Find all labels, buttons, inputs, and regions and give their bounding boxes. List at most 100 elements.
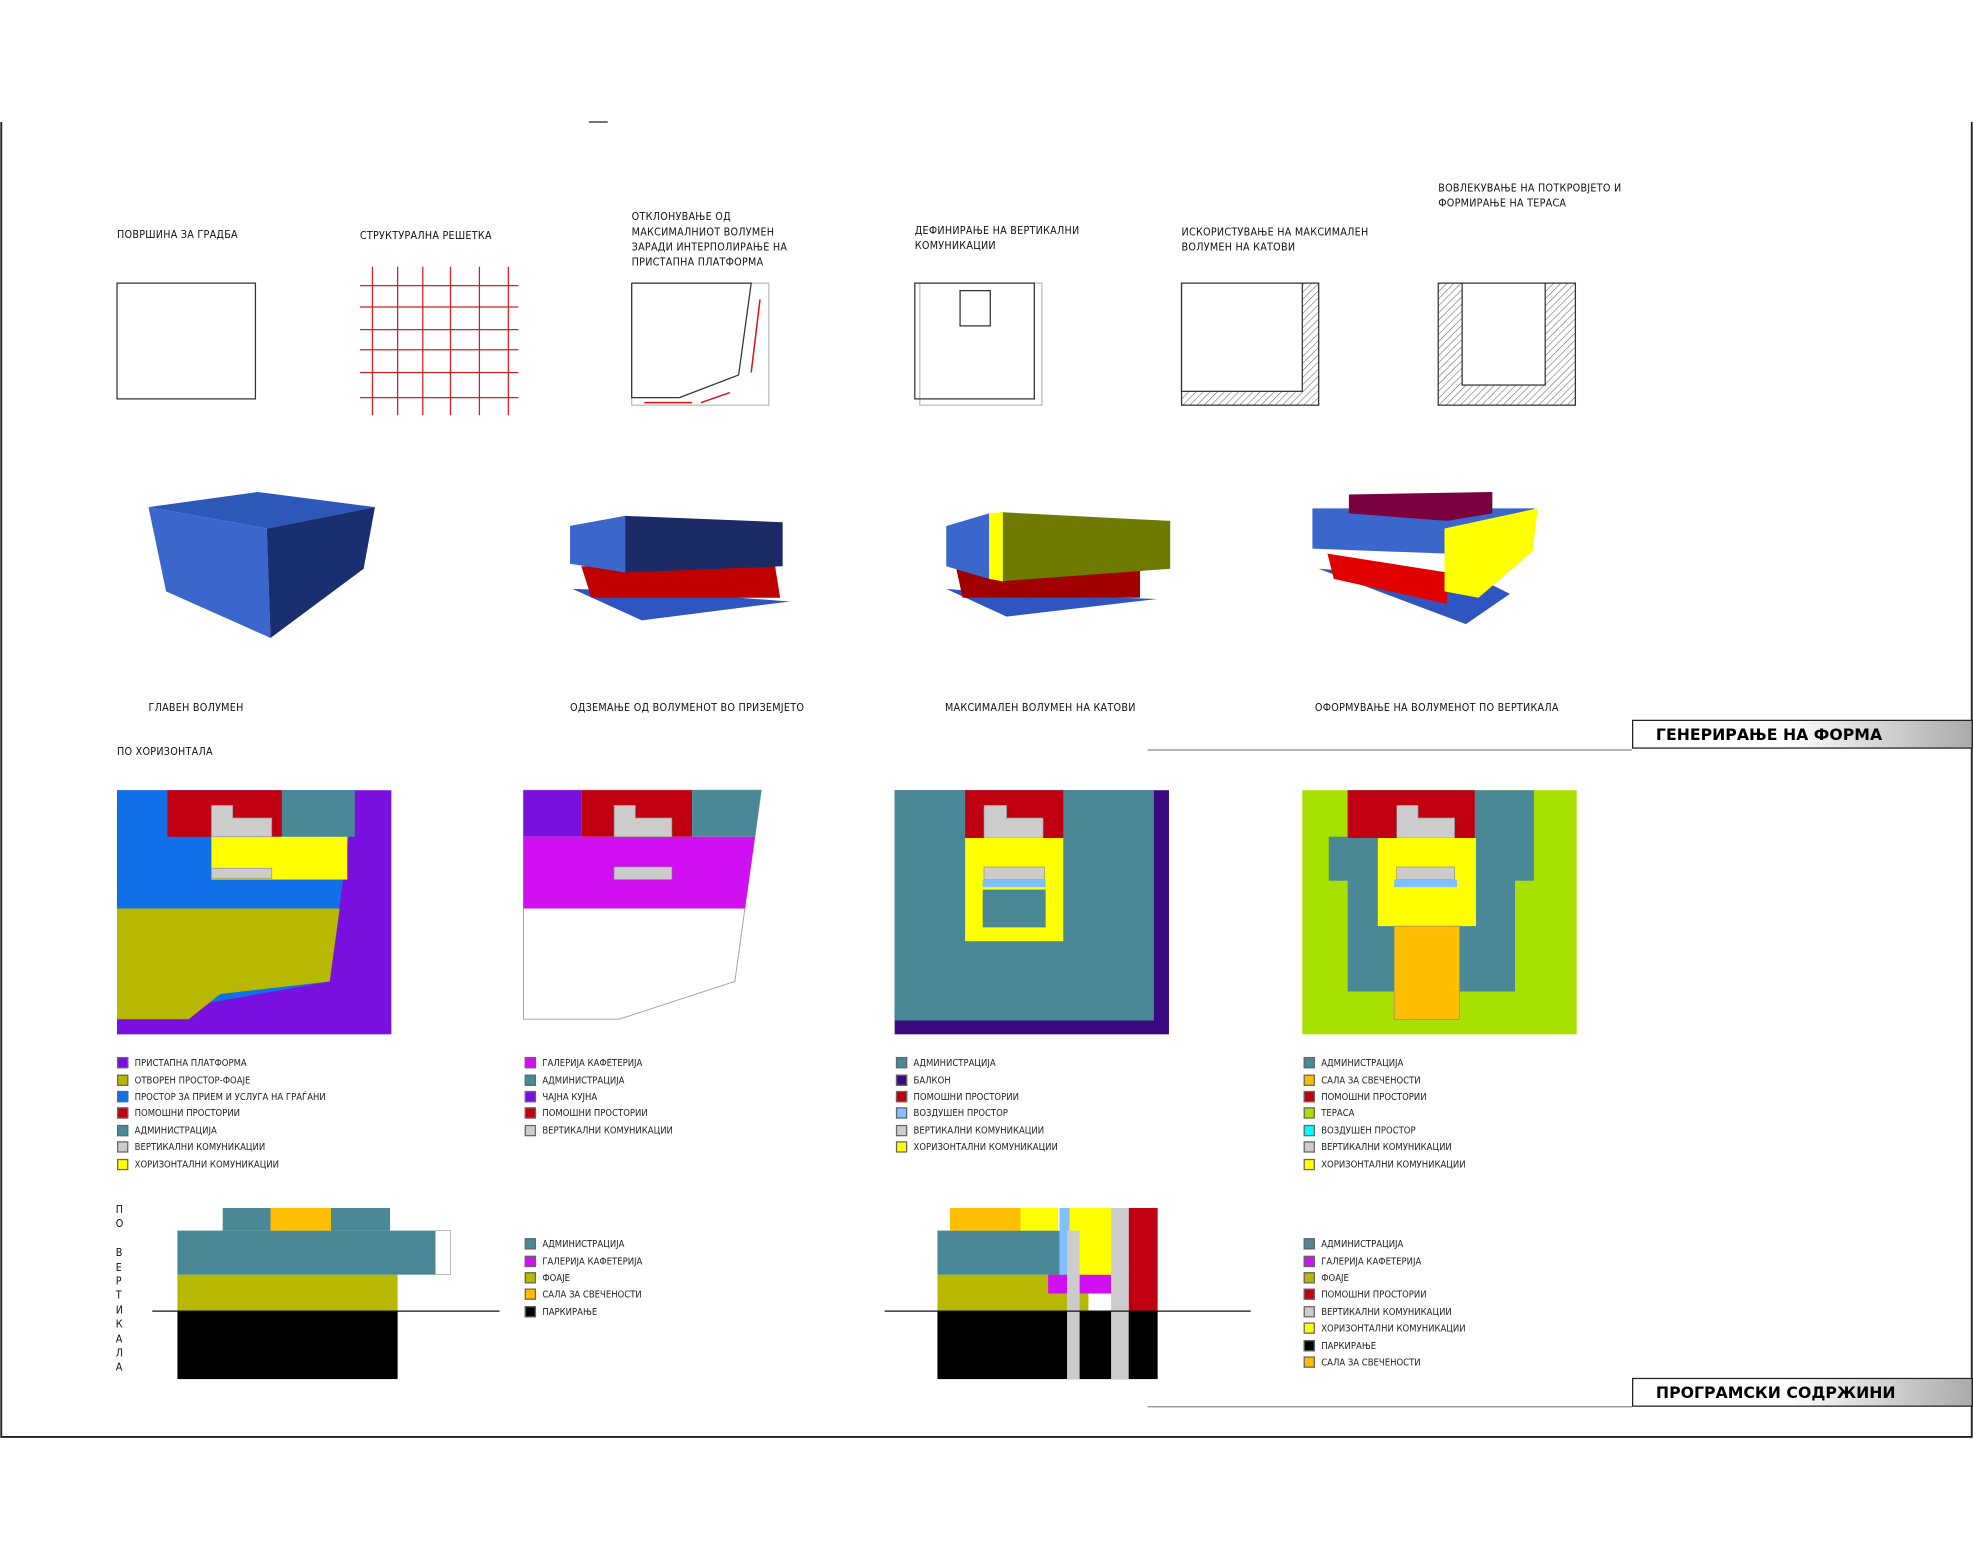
legend-label: ХОРИЗОНТАЛНИ КОМУНИКАЦИИ <box>1321 1158 1466 1170</box>
legend-item: ПРОСТОР ЗА ПРИЕМ И УСЛУГА НА ГРАЃАНИ <box>117 1088 326 1105</box>
legend-section-simple: АДМИНИСТРАЦИЈА ГАЛЕРИЈА КАФЕТЕРИЈА ФОАЈЕ… <box>524 1236 643 1320</box>
legend-item: ВОЗДУШЕН ПРОСТОР <box>1303 1122 1466 1139</box>
legend-item: САЛА ЗА СВЕЧЕНОСТИ <box>524 1286 643 1303</box>
legend-label: ХОРИЗОНТАЛНИ КОМУНИКАЦИИ <box>1321 1322 1466 1334</box>
plan-ground-floor <box>117 790 392 1035</box>
legend-swatch <box>1303 1090 1315 1103</box>
step-label-vertical-comm: ДЕФИНИРАЊЕ НА ВЕРТИКАЛНИ КОМУНИКАЦИИ <box>914 225 1080 253</box>
step-label-site: ПОВРШИНА ЗА ГРАДБА <box>117 229 238 242</box>
legend-item: АДМИНИСТРАЦИЈА <box>1303 1054 1466 1071</box>
legend-label: АДМИНИСТРАЦИЈА <box>913 1057 996 1069</box>
legend-swatch <box>524 1255 537 1267</box>
legend-label: ФОАЈЕ <box>542 1272 570 1284</box>
legend-item: АДМИНИСТРАЦИЈА <box>524 1071 673 1088</box>
legend-item: ГАЛЕРИЈА КАФЕТЕРИЈА <box>524 1054 673 1071</box>
legend-label: ВЕРТИКАЛНИ КОМУНИКАЦИИ <box>913 1124 1045 1136</box>
volume-ground-subtraction <box>570 515 791 621</box>
legend-item: ВЕРТИКАЛНИ КОМУНИКАЦИИ <box>524 1122 673 1139</box>
legend-typical-floor: АДМИНИСТРАЦИЈА БАЛКОН ПОМОШНИ ПРОСТОРИИ … <box>895 1054 1058 1156</box>
legend-swatch <box>895 1124 908 1136</box>
section-detailed <box>884 1207 1251 1380</box>
legend-swatch <box>895 1057 908 1069</box>
vertical-label: П О В Е Р Т И К А Л А <box>115 1204 124 1375</box>
legend-label: ПОМОШНИ ПРОСТОРИИ <box>913 1090 1019 1103</box>
legend-swatch <box>117 1124 129 1136</box>
legend-label: АДМИНИСТРАЦИЈА <box>1321 1057 1404 1069</box>
legend-swatch <box>524 1090 537 1103</box>
legend-label: АДМИНИСТРАЦИЈА <box>1321 1238 1404 1250</box>
volume-main <box>148 491 375 638</box>
legend-item: ПРИСТАПНА ПЛАТФОРМА <box>117 1054 326 1071</box>
legend-item: ХОРИЗОНТАЛНИ КОМУНИКАЦИИ <box>1303 1320 1466 1337</box>
volume-vertical-forming <box>1312 491 1538 625</box>
legend-label: ОТВОРЕН ПРОСТОР-ФОАЈЕ <box>134 1074 251 1086</box>
legend-swatch <box>117 1090 129 1103</box>
legend-item: ФОАЈЕ <box>1303 1269 1466 1286</box>
diagram-site-area <box>116 266 1577 416</box>
legend-section-detailed: АДМИНИСТРАЦИЈА ГАЛЕРИЈА КАФЕТЕРИЈА ФОАЈЕ… <box>1303 1236 1466 1371</box>
volume-label-main: ГЛАВЕН ВОЛУМЕН <box>148 702 244 715</box>
legend-item: ВЕРТИКАЛНИ КОМУНИКАЦИИ <box>1303 1303 1466 1320</box>
legend-label: ФОАЈЕ <box>1321 1272 1349 1284</box>
legend-item: ОТВОРЕН ПРОСТОР-ФОАЈЕ <box>117 1071 326 1088</box>
legend-item: ПАРКИРАЊЕ <box>524 1303 643 1320</box>
plan-mezzanine <box>523 789 762 1020</box>
legend-label: БАЛКОН <box>913 1074 951 1086</box>
legend-item: ХОРИЗОНТАЛНИ КОМУНИКАЦИИ <box>895 1139 1058 1156</box>
section-simple <box>152 1207 500 1380</box>
legend-item: АДМИНИСТРАЦИЈА <box>117 1122 326 1139</box>
legend-label: ГАЛЕРИЈА КАФЕТЕРИЈА <box>542 1057 643 1069</box>
section-title-form-generation: ГЕНЕРИРАЊЕ НА ФОРМА <box>1632 719 1973 749</box>
legend-item: ВЕРТИКАЛНИ КОМУНИКАЦИИ <box>1303 1139 1466 1156</box>
legend-ground-floor: ПРИСТАПНА ПЛАТФОРМА ОТВОРЕН ПРОСТОР-ФОАЈ… <box>117 1054 326 1172</box>
volume-label-vertical: ОФОРМУВАЊЕ НА ВОЛУМЕНОТ ПО ВЕРТИКАЛА <box>1314 702 1559 715</box>
step-label-max-volume: ИСКОРИСТУВАЊЕ НА МАКСИМАЛЕН ВОЛУМЕН НА К… <box>1181 226 1369 255</box>
legend-label: АДМИНИСТРАЦИЈА <box>134 1124 217 1136</box>
legend-item: ФОАЈЕ <box>524 1269 643 1286</box>
legend-label: ПРИСТАПНА ПЛАТФОРМА <box>134 1057 247 1069</box>
legend-mezzanine: ГАЛЕРИЈА КАФЕТЕРИЈА АДМИНИСТРАЦИЈА ЧАЈНА… <box>524 1054 673 1139</box>
legend-item: ПАРКИРАЊЕ <box>1303 1337 1466 1354</box>
legend-item: САЛА ЗА СВЕЧЕНОСТИ <box>1303 1071 1466 1088</box>
legend-swatch <box>117 1057 129 1069</box>
legend-label: ВЕРТИКАЛНИ КОМУНИКАЦИИ <box>1321 1141 1452 1153</box>
legend-swatch <box>1303 1305 1315 1318</box>
legend-swatch <box>1303 1339 1315 1351</box>
legend-item: АДМИНИСТРАЦИЈА <box>1303 1236 1466 1253</box>
legend-label: ПОМОШНИ ПРОСТОРИИ <box>542 1107 648 1120</box>
volume-label-subtraction: ОДЗЕМАЊЕ ОД ВОЛУМЕНОТ ВО ПРИЗЕМЈЕТО <box>570 702 805 715</box>
volume-max-floors <box>946 512 1171 617</box>
legend-item: ГАЛЕРИЈА КАФЕТЕРИЈА <box>524 1253 642 1270</box>
legend-label: ВЕРТИКАЛНИ КОМУНИКАЦИИ <box>134 1141 266 1153</box>
legend-top-floor: АДМИНИСТРАЦИЈА САЛА ЗА СВЕЧЕНОСТИ ПОМОШН… <box>1303 1054 1466 1172</box>
legend-label: ВЕРТИКАЛНИ КОМУНИКАЦИИ <box>1321 1305 1452 1318</box>
legend-label: ВОЗДУШЕН ПРОСТОР <box>1321 1124 1416 1136</box>
plan-typical-floor <box>894 790 1169 1035</box>
legend-label: САЛА ЗА СВЕЧЕНОСТИ <box>1321 1074 1421 1086</box>
legend-label: ВЕРТИКАЛНИ КОМУНИКАЦИИ <box>542 1124 673 1136</box>
legend-swatch <box>895 1141 908 1153</box>
legend-swatch <box>1303 1158 1315 1170</box>
legend-label: АДМИНИСТРАЦИЈА <box>542 1238 625 1250</box>
legend-item: ВЕРТИКАЛНИ КОМУНИКАЦИИ <box>895 1122 1058 1139</box>
legend-item: ПОМОШНИ ПРОСТОРИИ <box>1303 1088 1466 1105</box>
legend-label: АДМИНИСТРАЦИЈА <box>542 1074 625 1086</box>
legend-item: ВЕРТИКАЛНИ КОМУНИКАЦИИ <box>117 1139 326 1156</box>
legend-swatch <box>1303 1288 1315 1301</box>
legend-item: АДМИНИСТРАЦИЈА <box>895 1054 1058 1071</box>
legend-swatch <box>1303 1238 1315 1250</box>
legend-label: ЧАЈНА КУЈНА <box>542 1090 598 1103</box>
legend-swatch <box>524 1107 537 1120</box>
legend-label: ТЕРАСА <box>1321 1107 1355 1120</box>
legend-item: ГАЛЕРИЈА КАФЕТЕРИЈА <box>1303 1253 1466 1270</box>
legend-label: ХОРИЗОНТАЛНИ КОМУНИКАЦИИ <box>134 1158 280 1170</box>
horizontal-label: ПО ХОРИЗОНТАЛА <box>117 746 213 759</box>
legend-label: ПОМОШНИ ПРОСТОРИИ <box>1321 1288 1427 1301</box>
legend-label: САЛА ЗА СВЕЧЕНОСТИ <box>1321 1356 1421 1368</box>
legend-swatch <box>895 1074 908 1086</box>
legend-swatch <box>524 1288 537 1301</box>
legend-swatch <box>117 1107 129 1120</box>
legend-item: САЛА ЗА СВЕЧЕНОСТИ <box>1303 1354 1466 1371</box>
